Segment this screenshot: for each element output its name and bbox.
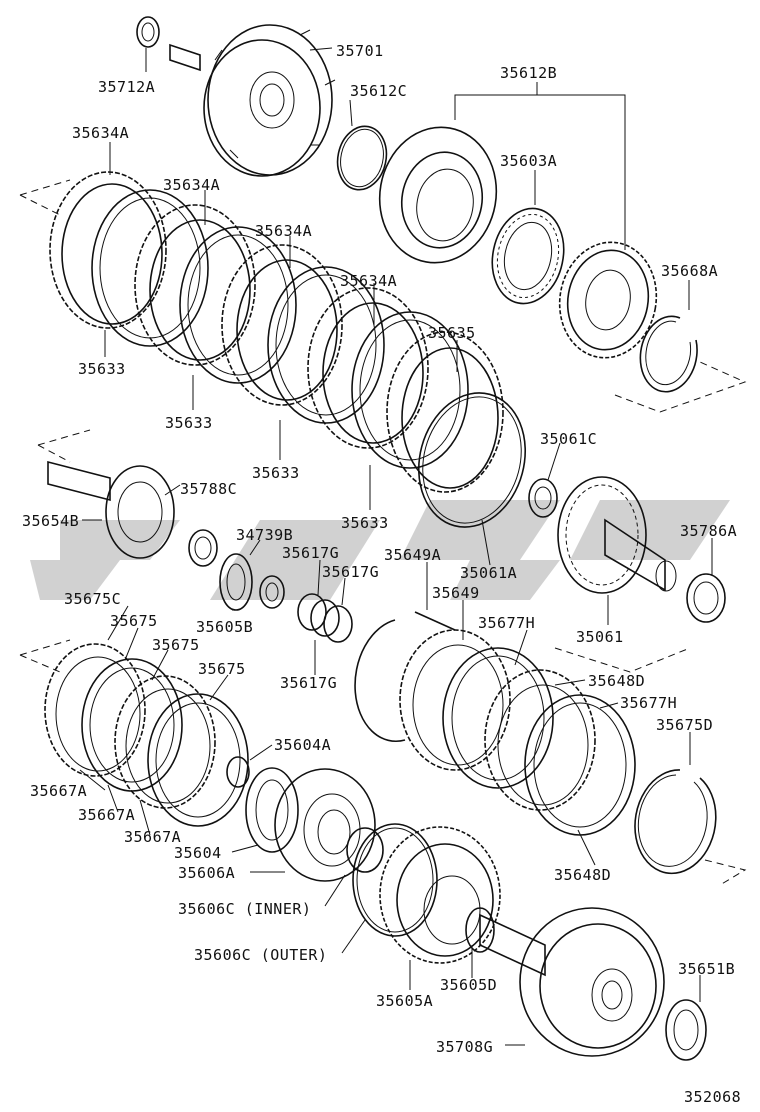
part-35788C-washer xyxy=(188,529,218,567)
label-35617G-2: 35617G xyxy=(322,563,379,581)
label-35675-3: 35675 xyxy=(198,660,246,678)
label-35605B: 35605B xyxy=(196,618,253,636)
label-35633-3: 35633 xyxy=(252,464,300,482)
part-spring-retainer xyxy=(558,241,658,359)
label-35634A-1: 35634A xyxy=(72,124,129,142)
figure-number: 352068 xyxy=(684,1088,741,1106)
label-35635: 35635 xyxy=(428,324,476,342)
label-35612C: 35612C xyxy=(350,82,407,100)
lower-right-clutch-pack xyxy=(399,629,636,836)
label-35633-4: 35633 xyxy=(341,514,389,532)
part-35606A-drum xyxy=(274,768,376,882)
label-35675-1: 35675 xyxy=(110,612,158,630)
part-labels: 35712A 35701 35612C 35612B 35603A 35668A… xyxy=(22,42,741,1106)
label-35061A: 35061A xyxy=(460,564,517,582)
label-35633-1: 35633 xyxy=(78,360,126,378)
part-35061C-bearing xyxy=(528,478,558,518)
label-35634A-2: 35634A xyxy=(163,176,220,194)
label-35677H-1: 35677H xyxy=(478,614,535,632)
label-35654B: 35654B xyxy=(22,512,79,530)
part-35708G-carrier xyxy=(479,907,665,1057)
label-35708G: 35708G xyxy=(436,1038,493,1056)
label-35605D: 35605D xyxy=(440,976,497,994)
label-35675C: 35675C xyxy=(64,590,121,608)
label-35649A: 35649A xyxy=(384,546,441,564)
label-35648D-2: 35648D xyxy=(554,866,611,884)
label-35612B: 35612B xyxy=(500,64,557,82)
part-35617G-seal-rings xyxy=(297,593,353,643)
part-35604A-snap-ring xyxy=(226,756,250,788)
label-35634A-3: 35634A xyxy=(255,222,312,240)
label-35677H-2: 35677H xyxy=(620,694,677,712)
lower-left-clutch-pack xyxy=(44,643,249,827)
label-35061: 35061 xyxy=(576,628,624,646)
part-35649A-snap-ring xyxy=(354,619,406,743)
label-35788C: 35788C xyxy=(180,480,237,498)
label-34739B: 34739B xyxy=(236,526,293,544)
part-35651B-bearing xyxy=(665,999,707,1061)
label-35617G-1: 35617G xyxy=(282,544,339,562)
label-35649: 35649 xyxy=(432,584,480,602)
reference-dash-lines xyxy=(19,179,747,886)
part-35649-snap-ring xyxy=(414,611,456,631)
label-35605A: 35605A xyxy=(376,992,433,1010)
part-35606C-inner-oring xyxy=(346,827,384,873)
part-35606C-outer-oring xyxy=(352,823,438,937)
label-35617G-3: 35617G xyxy=(280,674,337,692)
label-35675-2: 35675 xyxy=(152,636,200,654)
label-35668A: 35668A xyxy=(661,262,718,280)
label-35061C: 35061C xyxy=(540,430,597,448)
label-35603A: 35603A xyxy=(500,152,557,170)
label-35651B: 35651B xyxy=(678,960,735,978)
part-35612C-oring xyxy=(336,125,388,191)
label-35634A-4: 35634A xyxy=(340,272,397,290)
part-35786A-washer xyxy=(686,573,726,623)
part-35712A-washer xyxy=(136,16,160,48)
part-35605D-bearing xyxy=(465,907,495,953)
label-35667A-1: 35667A xyxy=(30,782,87,800)
part-34739B-washer xyxy=(259,575,285,609)
label-35712A: 35712A xyxy=(98,78,155,96)
label-35701: 35701 xyxy=(336,42,384,60)
label-35667A-2: 35667A xyxy=(78,806,135,824)
part-35603A-spring-set xyxy=(491,207,565,305)
part-35701-drum xyxy=(169,24,336,177)
bracket-35612B xyxy=(454,82,626,250)
part-35061-hub xyxy=(557,476,677,594)
label-35786A: 35786A xyxy=(680,522,737,540)
part-piston xyxy=(378,126,498,264)
part-35061A-snap-ring xyxy=(417,392,527,528)
label-35604: 35604 xyxy=(174,844,222,862)
part-35654B-shaft xyxy=(47,460,175,559)
label-35675D: 35675D xyxy=(656,716,713,734)
part-35605A-ring-gear xyxy=(379,826,501,964)
label-35606C-inner: 35606C (INNER) xyxy=(178,900,311,918)
part-35675D-snap-ring xyxy=(634,769,717,875)
leader-lines xyxy=(79,47,713,1046)
label-35648D-1: 35648D xyxy=(588,672,645,690)
label-35606C-outer: 35606C (OUTER) xyxy=(194,946,327,964)
upper-clutch-pack xyxy=(49,171,504,493)
part-35668A-snap-ring xyxy=(639,315,698,393)
label-35604A: 35604A xyxy=(274,736,331,754)
part-35604-bearing xyxy=(245,767,299,853)
label-35606A: 35606A xyxy=(178,864,235,882)
label-35667A-3: 35667A xyxy=(124,828,181,846)
label-35633-2: 35633 xyxy=(165,414,213,432)
